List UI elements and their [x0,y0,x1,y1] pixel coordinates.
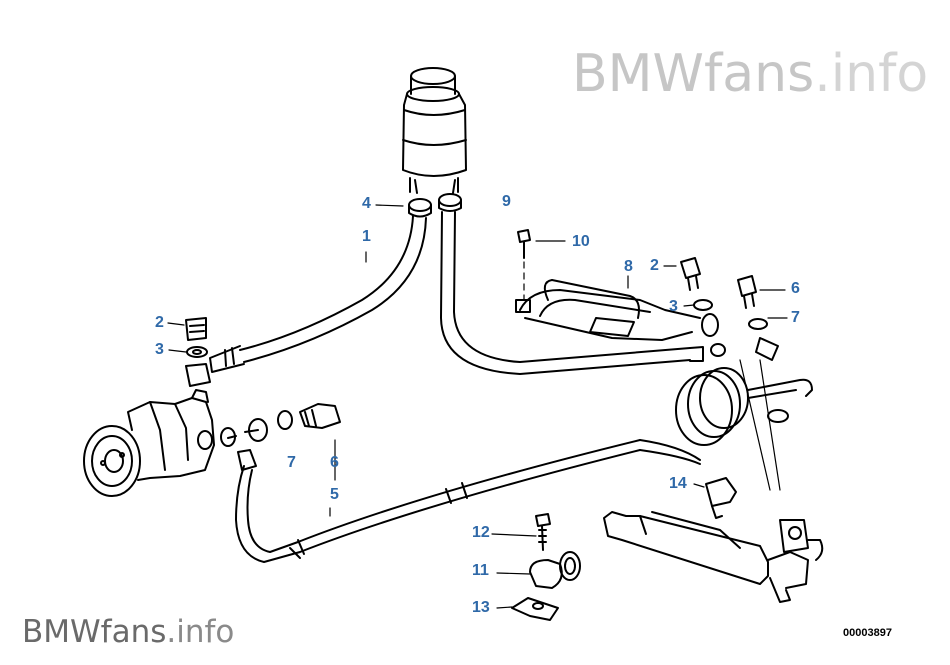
bracket-14 [705,477,737,519]
callout-12[interactable]: 12 [472,524,490,541]
clamp-11 [529,551,581,589]
return-hose [440,211,704,375]
callout-7-right[interactable]: 7 [791,309,800,326]
watermark-bottom-brand: BMWfans [22,614,167,650]
callout-9[interactable]: 9 [502,193,511,210]
banjo-fitting-left [185,317,211,387]
steering-pump [83,389,215,497]
callout-7-left[interactable]: 7 [287,454,296,471]
watermark-bottom-suffix: .info [166,614,235,650]
callout-8[interactable]: 8 [624,258,633,275]
leader-lines [167,204,788,609]
clip-13 [511,597,559,621]
callout-6-left[interactable]: 6 [330,454,339,471]
watermark-top-brand: BMWfans [572,44,815,104]
cooling-coil [675,367,813,446]
callout-3-right[interactable]: 3 [669,298,678,315]
bolt-10 [517,229,531,301]
callout-10[interactable]: 10 [572,233,590,250]
callout-4[interactable]: 4 [362,195,371,212]
watermark-top-suffix: .info [814,44,929,104]
right-fittings [680,257,789,491]
callout-2-right[interactable]: 2 [650,257,659,274]
callout-11[interactable]: 11 [472,562,489,579]
steering-rack [603,511,824,603]
callout-1[interactable]: 1 [362,228,371,245]
watermark-bottom: BMWfans.info [22,614,234,650]
callout-3-left[interactable]: 3 [155,341,164,358]
bolt-12 [535,513,551,551]
watermark-top: BMWfans.info [572,44,928,104]
callout-13[interactable]: 13 [472,599,490,616]
tube-bracket [515,279,701,341]
diagram-id: 00003897 [843,627,892,639]
callout-6-right[interactable]: 6 [791,280,800,297]
pressure-fittings-pump [220,403,341,447]
callout-2-left[interactable]: 2 [155,314,164,331]
hose-clamps [408,193,462,218]
callout-5[interactable]: 5 [330,486,339,503]
suction-hose [209,215,427,373]
reservoir [402,67,467,194]
callout-14[interactable]: 14 [669,475,687,492]
pressure-hose [235,439,701,563]
